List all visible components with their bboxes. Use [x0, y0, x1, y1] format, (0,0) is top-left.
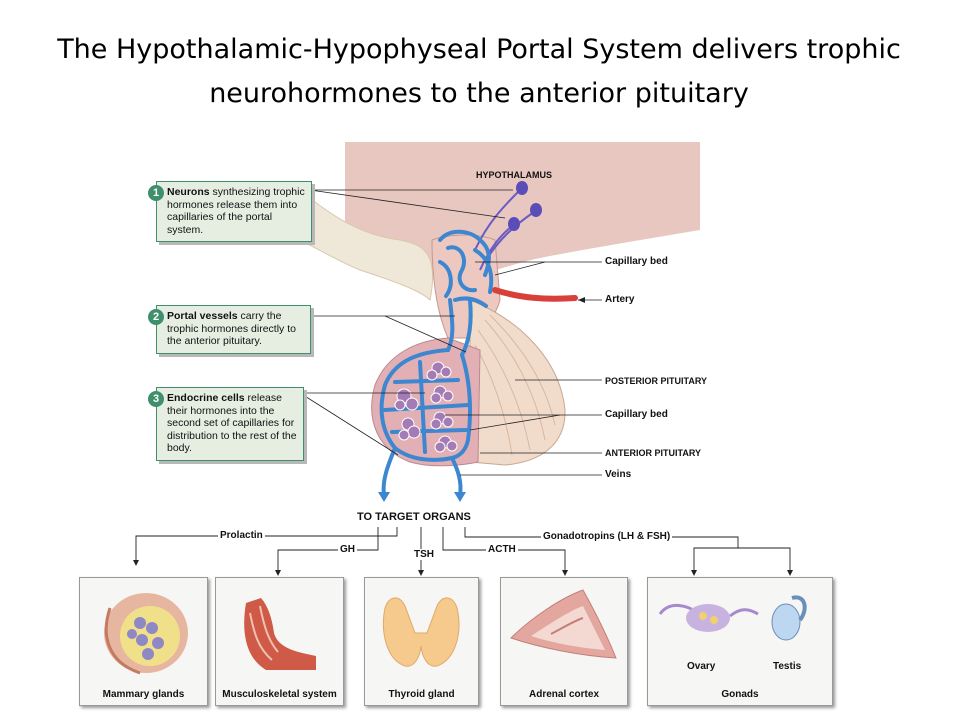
target-panel-thyroid: Thyroid gland	[364, 577, 479, 706]
callout-neurons-bold: Neurons	[167, 186, 210, 198]
label-leaders	[445, 261, 602, 476]
ovary-illustration	[658, 604, 759, 632]
target-label-gonads: Gonads	[721, 689, 759, 700]
target-panel-mammary: Mammary glands	[79, 577, 208, 706]
title-line-2: neurohormones to the anterior pituitary	[209, 78, 749, 109]
target-label-adrenal: Adrenal cortex	[528, 689, 600, 700]
callout-neurons-text: synthesizing trophic hormones release th…	[167, 186, 305, 236]
step-1-badge: 1	[148, 185, 164, 201]
gonad-ovary-label: Ovary	[687, 661, 716, 672]
callout-endocrine-bold: Endocrine cells	[167, 392, 245, 404]
target-panel-adrenal: Adrenal cortex	[500, 577, 628, 706]
hormone-gonadotropins: Gonadotropins (LH & FSH)	[541, 531, 673, 542]
adrenal-illustration	[510, 589, 617, 659]
hormone-arrowheads	[133, 560, 793, 576]
hypothalamus-label: HYPOTHALAMUS	[476, 170, 552, 180]
hormone-prolactin: Prolactin	[218, 530, 265, 541]
mammary-gland-illustration	[104, 593, 188, 675]
callout-endocrine-text: release their hormones into the second s…	[167, 392, 297, 454]
posterior-pituitary-label: POSTERIOR PITUITARY	[605, 376, 708, 386]
callout-neurons: 1 Neurons synthesizing trophic hormones …	[148, 181, 312, 242]
artery-arrow	[578, 297, 585, 303]
step-3-badge: 3	[148, 391, 164, 407]
hormone-tsh: TSH	[412, 549, 436, 560]
artery-label: Artery	[605, 294, 635, 305]
endocrine-cells	[394, 361, 458, 453]
gonad-testis-label: Testis	[773, 661, 802, 672]
capillary-bed-label-1: Capillary bed	[605, 256, 668, 267]
callout-leaders	[299, 189, 513, 456]
target-label-musculoskeletal: Musculoskeletal system	[222, 689, 337, 700]
anterior-pituitary-label: ANTERIOR PITUITARY	[605, 448, 701, 458]
hypothalamus-tissue	[345, 142, 700, 270]
target-label-mammary: Mammary glands	[102, 689, 185, 700]
secondary-capillary-bed	[379, 348, 472, 462]
vein-arrowheads	[378, 492, 466, 502]
callout-portal-bold: Portal vessels	[167, 310, 238, 322]
page-title: The Hypothalamic-Hypophyseal Portal Syst…	[0, 28, 958, 116]
target-label-thyroid: Thyroid gland	[388, 689, 455, 700]
testis-illustration	[771, 595, 807, 641]
gonads-illustration	[658, 595, 807, 641]
target-panel-musculoskeletal: Musculoskeletal system	[215, 577, 344, 706]
hormone-acth: ACTH	[486, 544, 518, 555]
arm-muscle-illustration	[244, 598, 316, 670]
capillary-bed-label-2: Capillary bed	[605, 409, 668, 420]
step-2-badge: 2	[148, 309, 164, 325]
neuron-cell-bodies	[508, 181, 542, 231]
callout-endocrine-cells: 3 Endocrine cells release their hormones…	[148, 387, 304, 461]
hormone-gh: GH	[338, 544, 357, 555]
callout-portal-vessels: 2 Portal vessels carry the trophic hormo…	[148, 305, 311, 354]
title-line-1: The Hypothalamic-Hypophyseal Portal Syst…	[57, 34, 901, 65]
to-target-organs-label: TO TARGET ORGANS	[357, 511, 471, 523]
target-panel-gonads: Ovary Testis Gonads	[647, 577, 833, 706]
artery-vessel	[492, 287, 578, 302]
primary-capillary-bed	[438, 229, 494, 308]
brain-tissue	[299, 188, 434, 302]
posterior-pituitary-shape	[469, 299, 566, 466]
veins-label: Veins	[605, 469, 632, 480]
thyroid-illustration	[382, 597, 460, 667]
callout-portal-text: carry the trophic hormones directly to t…	[167, 310, 296, 347]
